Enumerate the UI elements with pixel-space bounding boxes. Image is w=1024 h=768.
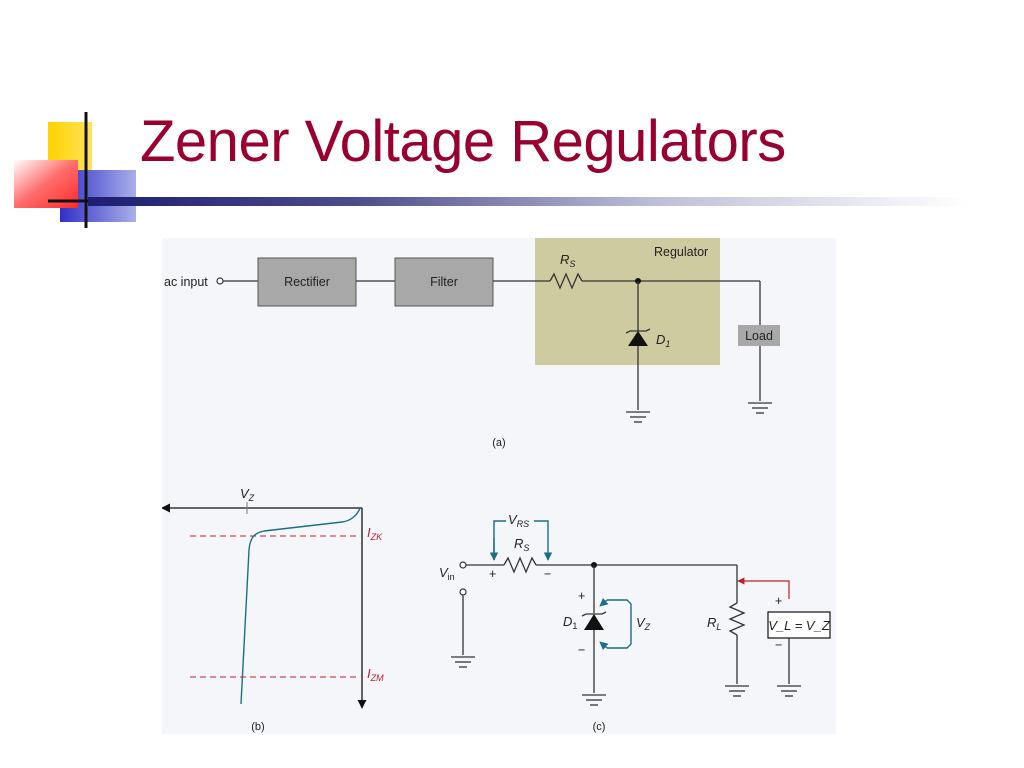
d1-label-a: D1 xyxy=(656,332,670,349)
ground-symbol-c4 xyxy=(777,685,801,697)
rl-label: RL xyxy=(707,615,721,632)
rectifier-block xyxy=(257,257,357,307)
diagram-a: Regulator ac input Rectifier Filter RS D… xyxy=(164,238,780,449)
vrs-bracket xyxy=(493,520,506,560)
vl-vz-box xyxy=(767,611,831,639)
vz-bracket xyxy=(607,599,632,649)
rl-resistor xyxy=(728,602,746,636)
ac-input-terminal xyxy=(216,277,224,285)
vz-label-b: VZ xyxy=(240,486,255,503)
caption-c: (c) xyxy=(593,721,606,733)
vz-minus-sign: − xyxy=(578,643,585,657)
load-label: Load xyxy=(745,329,773,343)
d1-label-c: D1 xyxy=(563,614,577,631)
rectifier-label: Rectifier xyxy=(284,275,330,289)
rs-label-a: RS xyxy=(560,252,575,269)
ground-symbol-a2 xyxy=(748,402,772,414)
rs-plus-sign: + xyxy=(489,567,496,581)
output-plus-sign: + xyxy=(775,594,782,608)
vl-vz-label: V_L = V_Z xyxy=(768,618,831,633)
title-underline xyxy=(88,197,968,206)
rs-resistor-a xyxy=(549,272,583,290)
vin-terminal-top xyxy=(459,561,467,569)
ac-input-label: ac input xyxy=(164,275,208,289)
vin-terminal-bottom xyxy=(459,588,467,596)
zener-diode-a xyxy=(628,331,648,346)
caption-a: (a) xyxy=(492,437,505,449)
ground-symbol-c2 xyxy=(582,694,606,706)
zener-characteristic-curve xyxy=(240,507,361,705)
ground-symbol-a1 xyxy=(626,411,650,423)
diagram-b: VZ IZK IZM (b) xyxy=(162,486,384,733)
izk-label: IZK xyxy=(367,525,383,542)
slide-title: Zener Voltage Regulators xyxy=(140,109,786,174)
vz-plus-sign: + xyxy=(578,589,585,603)
filter-label: Filter xyxy=(430,275,458,289)
decorative-squares xyxy=(14,112,140,228)
load-block xyxy=(738,325,780,346)
rs-resistor-c xyxy=(503,556,537,574)
zener-regulator-figure: Regulator ac input Rectifier Filter RS D… xyxy=(162,238,836,734)
rs-minus-sign: − xyxy=(544,567,551,581)
vz-label-c: VZ xyxy=(636,615,651,632)
zener-diode-c xyxy=(584,614,604,630)
vin-label: Vin xyxy=(439,565,455,582)
regulator-label: Regulator xyxy=(654,245,708,259)
ground-symbol-c1 xyxy=(451,656,475,668)
output-minus-sign: − xyxy=(775,638,782,652)
rs-label-c: RS xyxy=(514,536,529,553)
ground-symbol-c3 xyxy=(725,685,749,697)
output-bracket xyxy=(737,577,790,599)
diagram-c: VRS RS + − Vin D1 + xyxy=(439,512,831,733)
filter-block xyxy=(394,257,494,307)
vrs-label: VRS xyxy=(508,512,529,529)
izm-label: IZM xyxy=(367,666,384,683)
caption-b: (b) xyxy=(251,721,264,733)
regulator-box xyxy=(535,238,720,365)
